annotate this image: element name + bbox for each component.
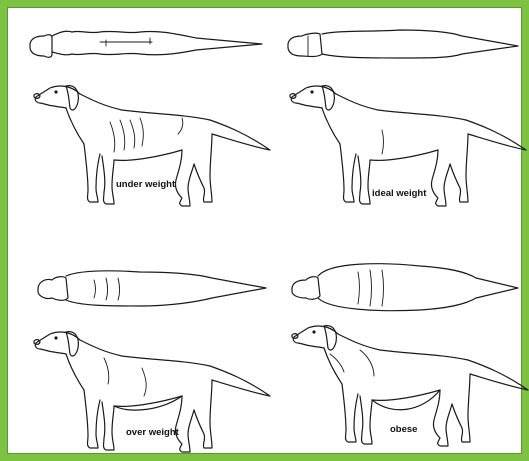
top-view-under-weight — [30, 31, 262, 57]
side-view-obese: obese — [292, 326, 528, 446]
label-ideal-weight: ideal weight — [372, 188, 427, 199]
panel-ideal-weight: ideal weight — [288, 30, 526, 206]
top-view-ideal-weight — [288, 30, 518, 58]
side-view-ideal-weight: ideal weight — [290, 86, 526, 206]
label-over-weight: over weight — [126, 427, 180, 438]
side-view-over-weight: over weight — [34, 332, 270, 452]
panel-over-weight: over weight — [34, 271, 270, 452]
label-obese: obese — [390, 424, 417, 435]
label-under-weight: under weight — [116, 179, 176, 190]
side-view-under-weight: under weight — [34, 86, 270, 206]
top-view-over-weight — [38, 271, 266, 306]
panel-obese: obese — [292, 264, 528, 446]
panel-under-weight: under weight — [30, 31, 270, 206]
top-view-obese — [292, 264, 518, 311]
